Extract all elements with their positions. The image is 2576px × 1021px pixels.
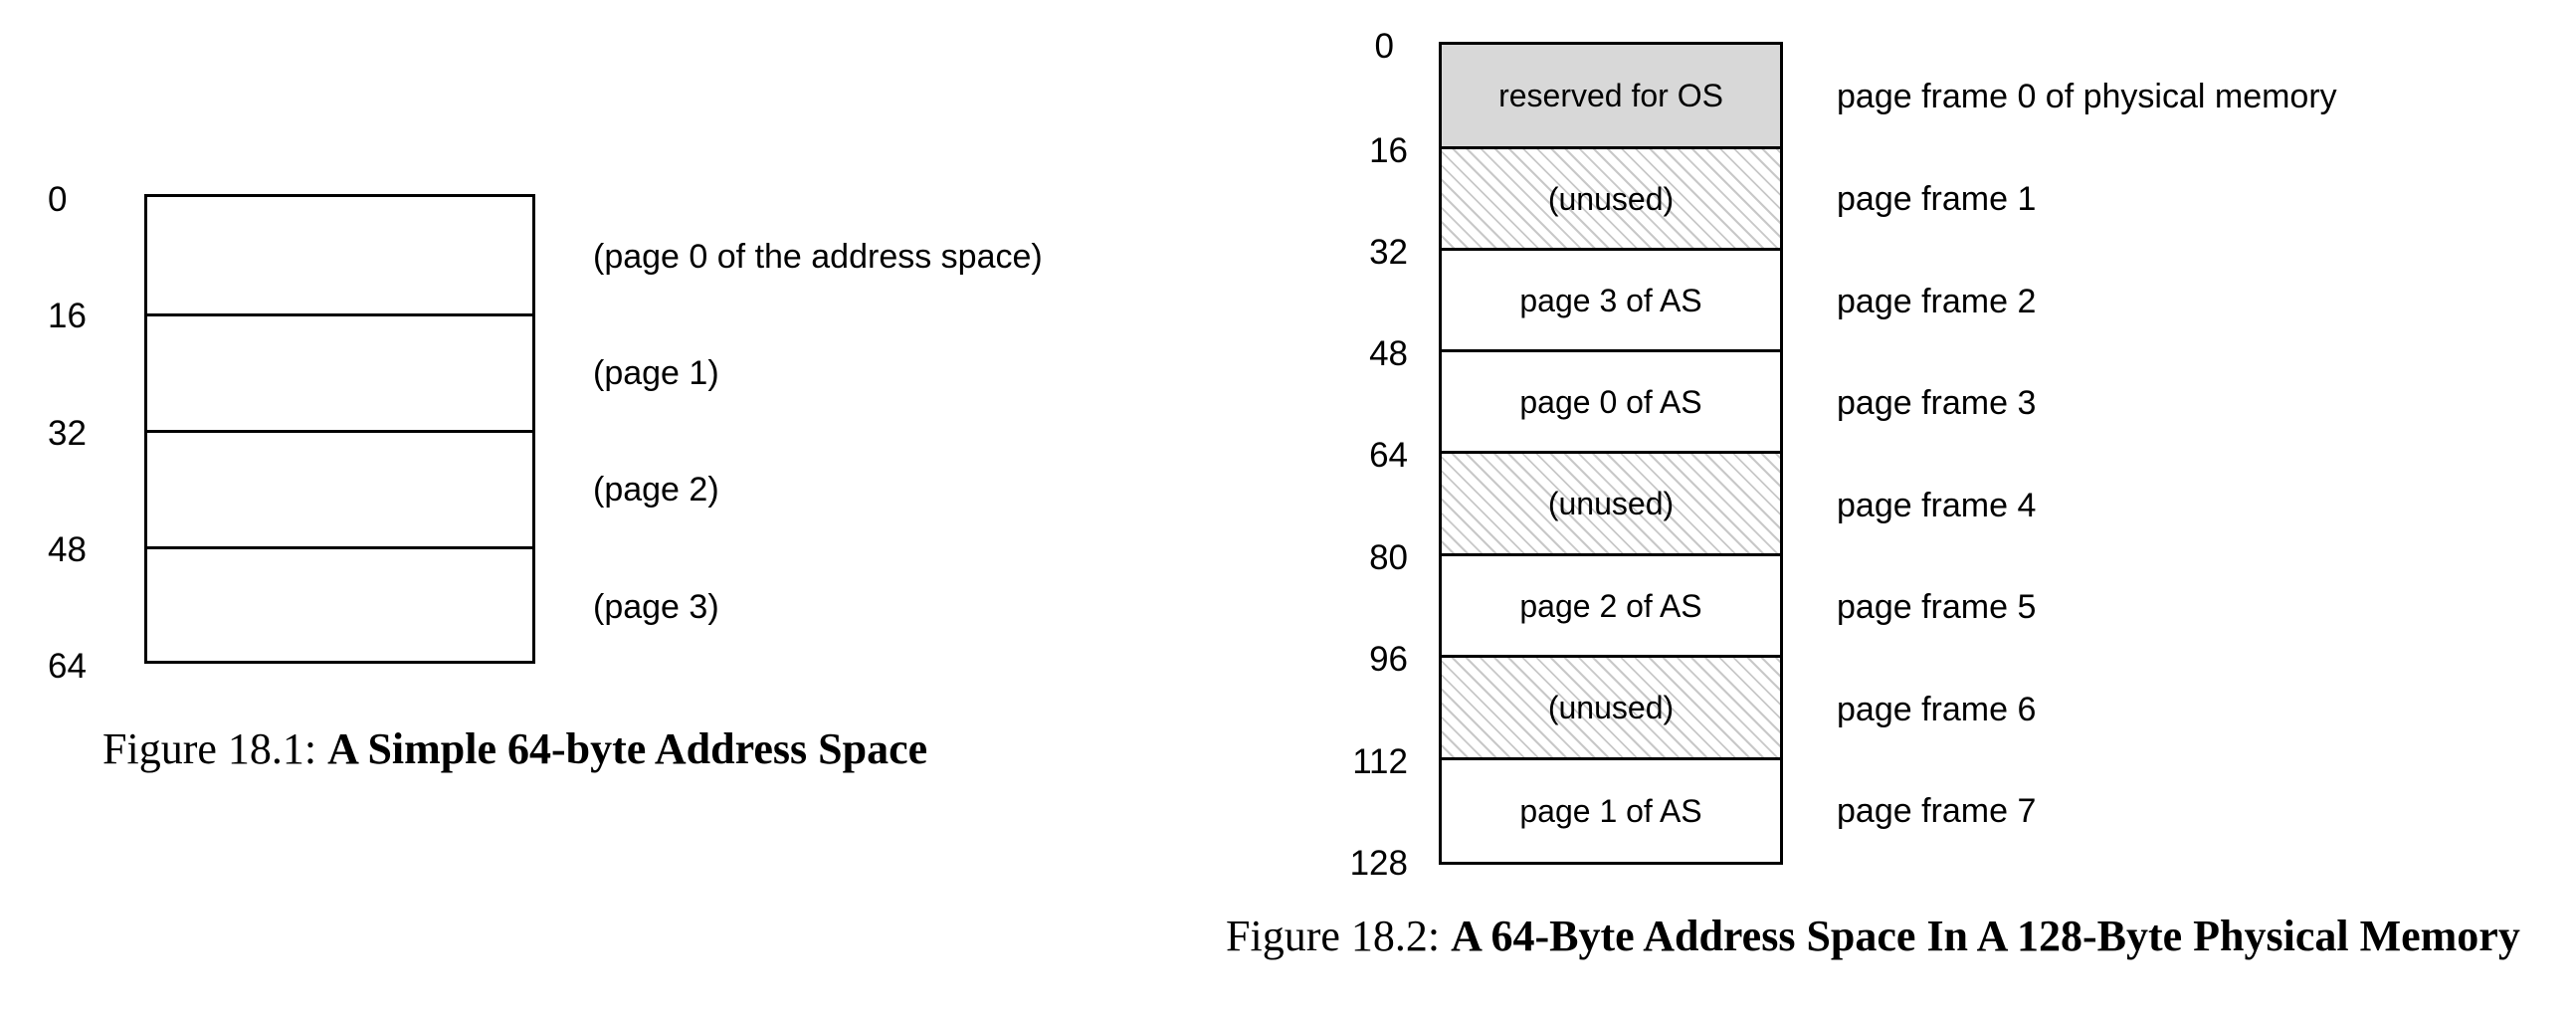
frame-label: page frame 5 xyxy=(1837,588,2037,626)
address-label: 96 xyxy=(1369,640,1408,679)
figure-caption: Figure 18.2: A 64-Byte Address Space In … xyxy=(1226,911,2520,961)
frame-label: page frame 4 xyxy=(1837,487,2037,524)
page-label: (page 2) xyxy=(593,471,719,509)
address-label: 16 xyxy=(1369,131,1408,170)
frame-label: page frame 2 xyxy=(1837,283,2037,320)
frame-label: page frame 3 xyxy=(1837,384,2037,422)
frame-label: page frame 6 xyxy=(1837,691,2037,728)
cell-label: page 1 of AS xyxy=(1519,792,1702,829)
address-label: 0 xyxy=(48,180,68,219)
cell-label: page 2 of AS xyxy=(1519,587,1702,624)
caption-title: A 64-Byte Address Space In A 128-Byte Ph… xyxy=(1451,912,2520,960)
cell-label: page 0 of AS xyxy=(1519,383,1702,420)
memory-cell: page 0 of AS xyxy=(1442,349,1780,452)
figure-caption: Figure 18.1: A Simple 64-byte Address Sp… xyxy=(102,723,927,774)
memory-cell: page 3 of AS xyxy=(1442,248,1780,350)
frame-label: page frame 0 of physical memory xyxy=(1837,78,2337,115)
cell-label: (unused) xyxy=(1547,690,1675,725)
page-label: (page 3) xyxy=(593,588,719,626)
physical-memory-box: reserved for OS (unused) page 3 of AS pa… xyxy=(1439,42,1783,865)
memory-cell: page 1 of AS xyxy=(1442,757,1780,862)
frame-label: page frame 1 xyxy=(1837,180,2037,218)
caption-prefix: Figure 18.1: xyxy=(102,724,317,773)
address-label: 128 xyxy=(1349,844,1408,883)
memory-cell: (unused) xyxy=(1442,655,1780,758)
figure-18-2: 0 16 32 48 64 80 96 112 128 xyxy=(1349,25,1423,883)
address-label: 16 xyxy=(48,297,87,335)
address-label: 0 xyxy=(1374,27,1394,66)
address-label: 80 xyxy=(1369,538,1408,577)
cell-label: (unused) xyxy=(1547,486,1675,521)
caption-title: A Simple 64-byte Address Space xyxy=(327,724,928,773)
cell-label: reserved for OS xyxy=(1498,78,1723,113)
cell-label: page 3 of AS xyxy=(1519,282,1702,318)
memory-cell: reserved for OS xyxy=(1442,45,1780,147)
address-space-box xyxy=(144,194,535,664)
caption-prefix: Figure 18.2: xyxy=(1226,912,1441,960)
address-label: 32 xyxy=(48,414,87,453)
page-label: (page 1) xyxy=(593,354,719,392)
page-label: (page 0 of the address space) xyxy=(593,238,1043,276)
page-cell xyxy=(147,313,532,431)
address-label: 48 xyxy=(48,530,87,569)
address-label: 64 xyxy=(48,647,87,686)
figure-18-1: 0 16 32 48 64 (page 0 of the address spa… xyxy=(0,0,1194,796)
memory-cell: (unused) xyxy=(1442,451,1780,554)
page-cell xyxy=(147,197,532,314)
frame-label: page frame 7 xyxy=(1837,792,2037,830)
cell-label: (unused) xyxy=(1547,180,1675,217)
address-label: 32 xyxy=(1369,233,1408,272)
page-cell xyxy=(147,546,532,661)
page-cell xyxy=(147,430,532,547)
address-label: 48 xyxy=(1369,334,1408,373)
memory-cell: (unused) xyxy=(1442,146,1780,249)
address-label: 112 xyxy=(1352,742,1408,781)
memory-cell: page 2 of AS xyxy=(1442,553,1780,656)
address-label: 64 xyxy=(1369,436,1408,475)
